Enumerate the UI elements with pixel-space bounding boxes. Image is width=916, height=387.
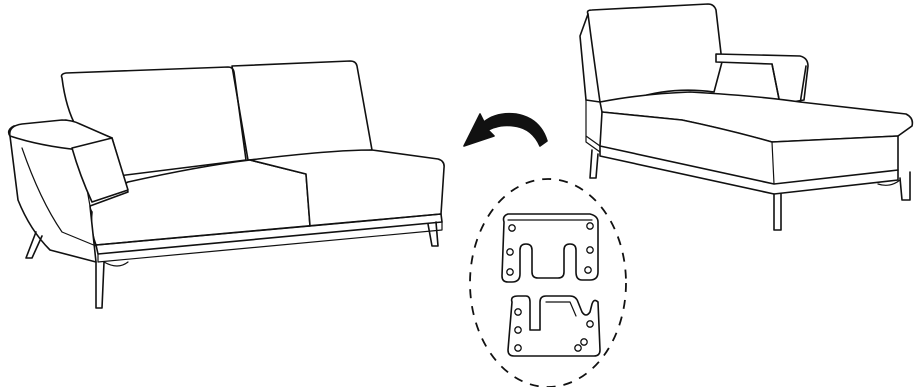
left-sofa-leg-front-right [427,221,439,247]
bracket-hole [514,326,522,334]
chaise-back-cushion [586,3,723,103]
left-sofa-leg-front-left [95,261,105,309]
bracket-hole [580,338,588,346]
bracket-hole [506,248,514,256]
connector-brackets-detail [469,178,627,387]
chaise-leg-front-middle [773,193,782,231]
bracket-hole [508,224,516,232]
upper-bracket-icon [501,213,599,283]
chaise-seat-front-edge [771,141,775,185]
bracket-hole [586,222,594,230]
upper-bracket-plate [501,213,599,283]
left-sofa-leg-bracket [103,261,129,267]
left-sofa-base-line [97,221,443,263]
left-sofa-section [7,60,445,309]
rotation-arrow [463,112,548,147]
chaise-leg-bracket [877,179,901,186]
left-sofa-leg-back-left [25,231,43,259]
left-sofa-back-right-cushion [231,60,373,161]
chaise-leg-back-left [589,149,599,179]
left-sofa-armrest-top [8,119,113,151]
chaise-leg-front-right [899,171,911,201]
right-chaise-section [579,3,914,231]
bracket-hole [506,268,514,276]
detail-dashed-ellipse [469,178,627,387]
curved-arrow-icon [463,112,548,147]
lower-bracket-icon [507,295,601,357]
lower-bracket-edge [545,301,577,317]
bracket-hole [514,308,522,316]
bracket-hole [514,344,522,352]
bracket-hole [586,246,594,254]
bracket-hole [586,320,594,328]
bracket-hole [584,266,592,274]
chaise-base-rail-inner [585,99,601,153]
left-sofa-seat-cushion-right [249,149,445,227]
left-sofa-arm-pillow [71,137,129,203]
lower-bracket-plate [507,295,601,357]
bracket-hole [574,344,582,352]
